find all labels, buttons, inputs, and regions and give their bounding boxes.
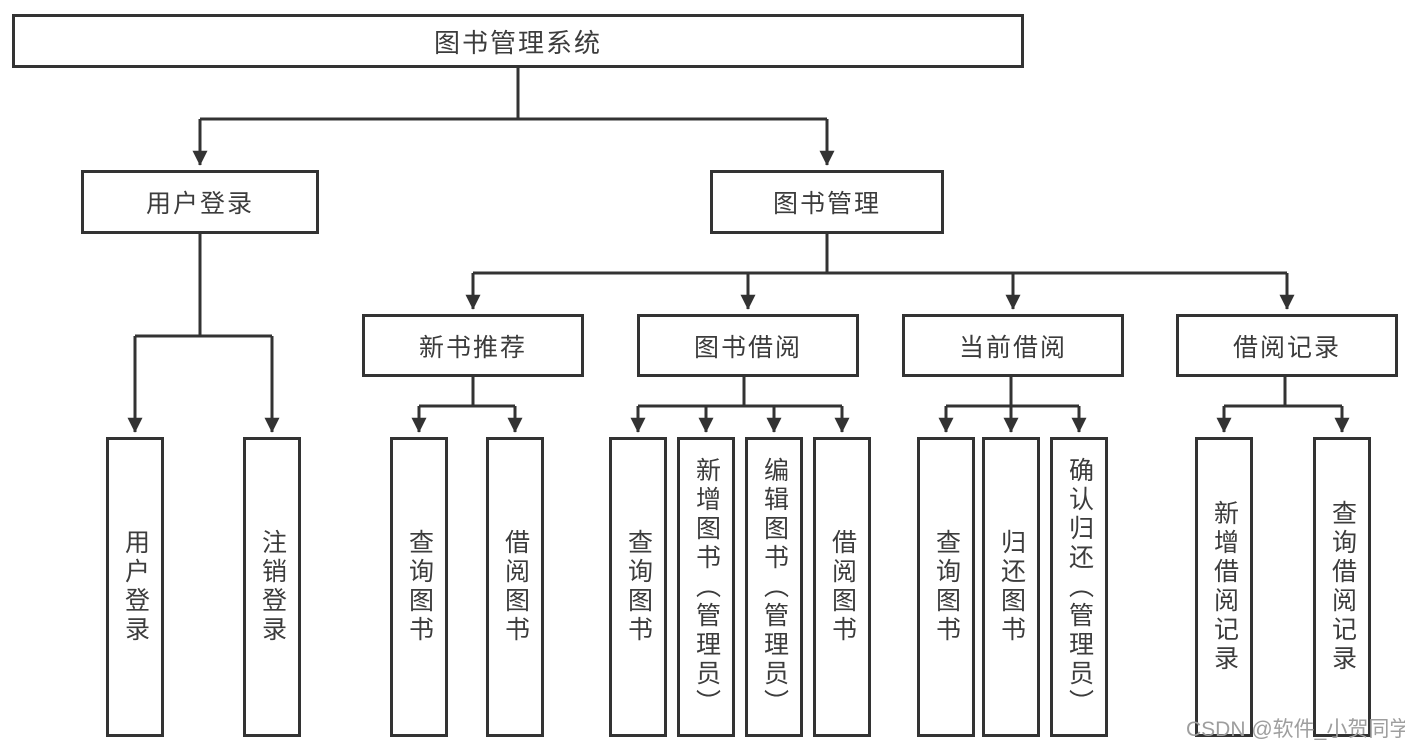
leaf-borrow-books-recommend-label: 借阅图书 — [501, 529, 530, 645]
node-book-management: 图书管理 — [710, 170, 944, 234]
node-book-borrowing: 图书借阅 — [637, 314, 859, 377]
node-user-login-label: 用户登录 — [145, 190, 254, 218]
leaf-confirm-return-admin-label: 确认归还（管理员） — [1065, 456, 1094, 718]
leaf-add-borrow-record-label: 新增借阅记录 — [1210, 500, 1239, 674]
node-book-management-label: 图书管理 — [772, 190, 881, 218]
leaf-user-login-label: 用户登录 — [121, 529, 150, 645]
node-new-book-recommend-label: 新书推荐 — [418, 333, 527, 362]
leaf-edit-book-admin-label: 编辑图书（管理员） — [760, 456, 789, 718]
leaf-query-books-recommend: 查询图书 — [390, 437, 448, 737]
leaf-return-books: 归还图书 — [982, 437, 1040, 737]
leaf-logout: 注销登录 — [243, 437, 301, 737]
leaf-query-books-borrowing: 查询图书 — [609, 437, 667, 737]
leaf-return-books-label: 归还图书 — [997, 529, 1026, 645]
node-root-label: 图书管理系统 — [433, 27, 602, 58]
node-root: 图书管理系统 — [12, 14, 1024, 68]
leaf-borrow-books-borrowing-label: 借阅图书 — [828, 529, 857, 645]
leaf-confirm-return-admin: 确认归还（管理员） — [1050, 437, 1108, 737]
node-book-borrowing-label: 图书借阅 — [693, 333, 802, 362]
leaf-edit-book-admin: 编辑图书（管理员） — [745, 437, 803, 737]
leaf-borrow-books-borrowing: 借阅图书 — [813, 437, 871, 737]
node-borrowing-records-label: 借阅记录 — [1232, 333, 1341, 362]
node-current-borrowing: 当前借阅 — [902, 314, 1124, 377]
leaf-query-books-borrowing-label: 查询图书 — [624, 529, 653, 645]
leaf-add-book-admin-label: 新增图书（管理员） — [692, 456, 721, 718]
leaf-query-books-current: 查询图书 — [917, 437, 975, 737]
leaf-query-books-recommend-label: 查询图书 — [405, 529, 434, 645]
node-user-login: 用户登录 — [81, 170, 319, 234]
leaf-query-books-current-label: 查询图书 — [932, 529, 961, 645]
leaf-query-borrow-record: 查询借阅记录 — [1313, 437, 1371, 737]
csdn-watermark: CSDN @软件_小贺同学 — [1186, 718, 1405, 741]
leaf-borrow-books-recommend: 借阅图书 — [486, 437, 544, 737]
node-new-book-recommend: 新书推荐 — [362, 314, 584, 377]
leaf-query-borrow-record-label: 查询借阅记录 — [1328, 500, 1357, 674]
leaf-user-login: 用户登录 — [106, 437, 164, 737]
node-current-borrowing-label: 当前借阅 — [958, 333, 1067, 362]
leaf-logout-label: 注销登录 — [258, 529, 287, 645]
node-borrowing-records: 借阅记录 — [1176, 314, 1398, 377]
leaf-add-borrow-record: 新增借阅记录 — [1195, 437, 1253, 737]
leaf-add-book-admin: 新增图书（管理员） — [677, 437, 735, 737]
